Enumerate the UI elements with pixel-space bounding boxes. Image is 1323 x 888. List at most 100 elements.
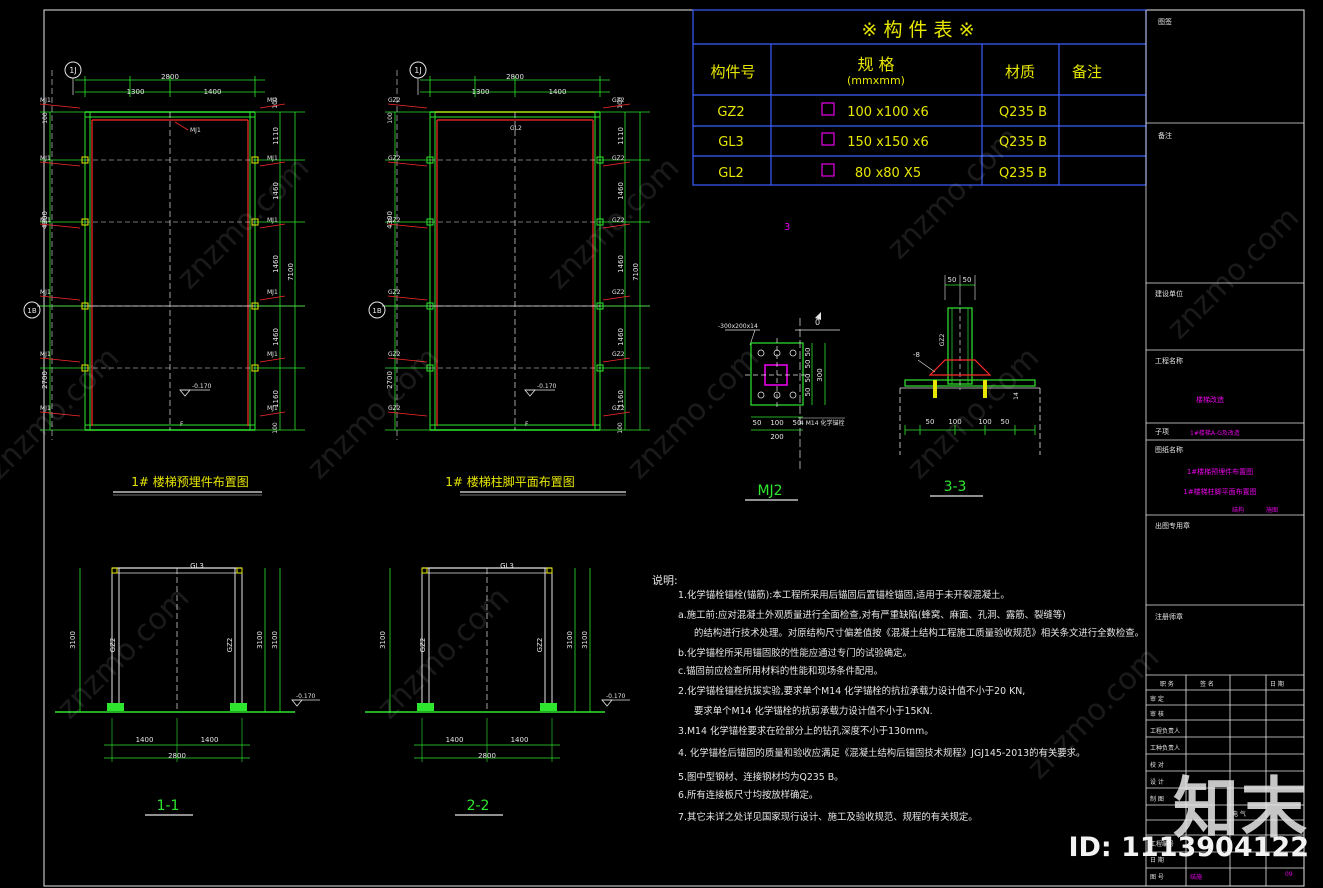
note-line: b.化学锚栓所采用锚固胶的性能应通过专门的试验确定。 (678, 647, 912, 659)
plan-col-leader-left (387, 223, 428, 229)
section-level: -0.170 (606, 693, 626, 700)
plan-mark-right: MJ1 (267, 155, 278, 162)
watermark-site: znzmo.com (540, 150, 686, 296)
plan-col-leader-left (387, 295, 428, 301)
sec33-dim-t1: 50 (948, 276, 957, 284)
mj2-bolt-hole (757, 349, 765, 357)
note-line: 5.图中型钢材、连接钢材均为Q235 B。 (678, 771, 844, 783)
section-node (421, 567, 428, 574)
plan-dim-seg: 1160 (617, 390, 625, 408)
plan-dim-seg: 1460 (617, 182, 625, 200)
plan-mark-right: MJ1 (267, 289, 278, 296)
plan1-title: 1# 楼梯预埋件布置图 (131, 474, 249, 489)
tb-sign-row: 工种负责人 (1150, 744, 1180, 752)
table-row-spec: 150 x150 x6 (847, 135, 929, 150)
mj2-dim-side: 300 (816, 368, 824, 381)
notes: 1.化学锚栓锚栓(锚筋):本工程所采用后锚固后置锚栓锚固,适用于未开裂混凝土。a… (678, 589, 1144, 823)
table-row-id: GL2 (718, 166, 744, 181)
sec33-dim-base: 100 (948, 418, 961, 426)
plan-dim-total-right: 7100 (287, 263, 295, 281)
mj2-bolt-hole (789, 349, 797, 357)
note-line: 要求单个M14 化学锚栓的抗剪承载力设计值不小于15KN. (694, 705, 933, 717)
plan-col-right: GZ2 (612, 351, 625, 358)
sec33-thk: 14 (1013, 392, 1020, 400)
plan-mark-center-leader (174, 121, 189, 131)
sec11-title: 1-1 (157, 798, 180, 814)
level-marker (524, 389, 536, 397)
section-level-marker (601, 699, 613, 707)
plan-mark-leader-left (39, 357, 81, 363)
plan-dim-seg: 1460 (272, 255, 280, 273)
plan-mark-leader-right (259, 357, 286, 363)
section-beam-label: GL3 (190, 562, 204, 570)
table-row-material: Q235 B (999, 135, 1047, 150)
mj2-dim-b1: 50 (753, 419, 762, 427)
section-dim-h2: 3100 (581, 631, 589, 649)
plan-col-right: GZ2 (612, 97, 625, 104)
plan-dim-top-left: 100 (42, 112, 49, 124)
plan-axis-left: 1B (27, 307, 36, 315)
note-line: 2.化学锚栓锚栓抗拔实验,要求单个M14 化学锚栓的抗拉承载力设计值不小于20 … (678, 685, 1025, 697)
plan-mark-left: MJ1 (40, 289, 51, 296)
mj2-title: MJ2 (757, 483, 782, 499)
plan-col-leader-right (602, 223, 631, 229)
section-dim-left-label: 3100 (69, 631, 77, 649)
section-dim-b: 1400 (511, 736, 529, 744)
tb-sub2: 施图 (1266, 506, 1278, 514)
mj2-bolt-hole (789, 391, 797, 399)
section-level: -0.170 (296, 693, 316, 700)
section-col-left: GZ2 (109, 638, 117, 653)
section-dim-total: 2800 (478, 752, 496, 760)
watermark-site: znzmo.com (300, 340, 446, 486)
table-header-material: 材质 (1005, 63, 1035, 81)
mj2-dim-r: 50 (804, 388, 812, 397)
section-dim-total: 2800 (168, 752, 186, 760)
mj2-column-section (764, 364, 788, 386)
tb-sign-row: 设 计 (1150, 778, 1164, 786)
plan-mark-leader-right (259, 161, 286, 167)
plan-dim-seg: 1460 (617, 255, 625, 273)
table-row-section-icon (821, 102, 835, 116)
tb-name2: 1#楼梯柱脚平面布置图 (1183, 487, 1256, 496)
mj2-bolt-label: 4 M14 化学锚栓 (800, 419, 844, 427)
plan-col-right: GZ2 (612, 155, 625, 162)
section-base-left (417, 703, 434, 711)
plan-node (426, 218, 434, 226)
plan-col-left: GZ2 (388, 217, 401, 224)
tb-name1: 1#楼梯预埋件布置图 (1187, 467, 1253, 476)
note-line: a.施工前:应对混凝土外观质量进行全面检查,对有严重缺陷(蜂窝、麻面、孔洞、露筋… (678, 609, 1066, 621)
sec33-dim-t2: 50 (963, 276, 972, 284)
plan-dim-seg: 1160 (272, 390, 280, 408)
tb-label-8: 注册师章 (1155, 612, 1183, 621)
tb-label-1: 图签 (1158, 17, 1172, 26)
plan-level-f: F (525, 421, 529, 428)
level-marker (179, 389, 191, 397)
plan-col-left: GZ2 (388, 155, 401, 162)
plan-dim-total: 2800 (506, 73, 524, 81)
plan-node (251, 302, 259, 310)
table-row-section-icon (821, 163, 835, 177)
section-node (111, 567, 118, 574)
watermark-site: znzmo.com (620, 340, 766, 486)
mj2-dim-r: 50 (804, 348, 812, 357)
plan-col-right: GZ2 (612, 289, 625, 296)
plan-col-leader-left (387, 161, 428, 167)
plan-mark-right: MJ1 (267, 351, 278, 358)
mj2-bolt-hole (757, 391, 765, 399)
title-block (1145, 10, 1304, 886)
plan-node (81, 302, 89, 310)
label-3: 3 (784, 222, 790, 233)
plan-dim-right-bottom: 100 (272, 422, 279, 434)
section-beam-label: GL3 (500, 562, 514, 570)
note-line: c.锚固前应检查所用材料的性能和现场条件配用。 (678, 665, 883, 677)
plan-node (596, 156, 604, 164)
section-col-right: GZ2 (226, 638, 234, 653)
plan-mark-leader-right (259, 295, 286, 301)
tb-sub1: 结构 (1232, 506, 1244, 514)
table-row-id: GZ2 (717, 105, 744, 120)
table-row-spec: 100 x100 x6 (847, 105, 929, 120)
sec33-dim-base: 50 (926, 418, 935, 426)
plan-col-left: GZ2 (388, 289, 401, 296)
tb-label-7: 出图专用章 (1155, 521, 1190, 530)
